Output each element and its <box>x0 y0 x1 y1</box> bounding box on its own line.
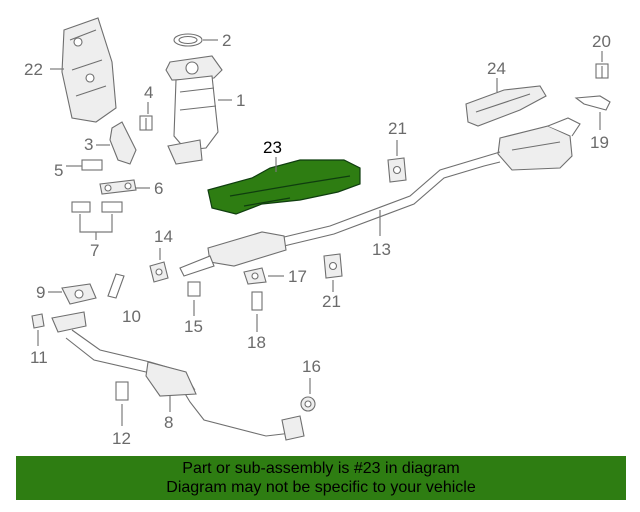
banner-line-2: Diagram may not be specific to your vehi… <box>166 479 476 496</box>
callout-11: 11 <box>30 348 48 367</box>
part-6-bracket[interactable] <box>99 179 137 195</box>
callout-19: 19 <box>590 133 609 152</box>
banner-line-1: Part or sub-assembly is #23 in diagram <box>182 460 460 477</box>
callout-21-lower: 21 <box>322 292 341 311</box>
callout-24: 24 <box>487 59 506 78</box>
part-22-heat-shield[interactable] <box>61 17 117 123</box>
part-14-gasket[interactable] <box>149 261 169 283</box>
part-15-bolt[interactable] <box>187 281 201 297</box>
part-11-nut[interactable] <box>31 313 45 329</box>
callout-21-upper: 21 <box>388 119 407 138</box>
callout-23: 23 <box>263 138 282 157</box>
part-18-bolt[interactable] <box>251 291 263 311</box>
callout-8: 8 <box>164 413 173 432</box>
callout-20: 20 <box>592 32 611 51</box>
callout-5: 5 <box>54 161 63 180</box>
part-23-heat-shield-highlighted[interactable] <box>207 159 361 215</box>
part-12-bolt[interactable] <box>115 381 129 401</box>
part-5-bolt[interactable] <box>81 159 103 171</box>
exhaust-parts-diagram: 22 2 1 4 3 5 6 <box>24 17 611 448</box>
part-1-catalytic-converter[interactable] <box>165 55 223 165</box>
part-21-hanger-upper[interactable] <box>387 157 407 183</box>
rear-muffler[interactable] <box>497 117 581 171</box>
callout-10: 10 <box>122 307 141 326</box>
part-10-stud[interactable] <box>107 273 125 299</box>
callout-13: 13 <box>372 240 391 259</box>
part-3-bracket[interactable] <box>109 121 137 165</box>
callout-17: 17 <box>288 267 307 286</box>
part-8-front-pipe[interactable] <box>51 311 305 441</box>
part-16-nut[interactable] <box>300 396 316 412</box>
callout-9: 9 <box>36 283 45 302</box>
callout-15: 15 <box>184 317 203 336</box>
callout-18: 18 <box>247 333 266 352</box>
part-20-bolt[interactable] <box>595 63 609 79</box>
callout-6: 6 <box>154 179 163 198</box>
callout-16: 16 <box>302 357 321 376</box>
part-info-banner: Part or sub-assembly is #23 in diagram D… <box>16 456 626 500</box>
callout-1: 1 <box>236 91 245 110</box>
callout-2: 2 <box>222 31 231 50</box>
part-24-heat-shield[interactable] <box>465 85 547 127</box>
part-21-hanger-lower[interactable] <box>323 253 343 279</box>
callout-3: 3 <box>84 135 93 154</box>
part-2-gasket[interactable] <box>173 33 203 47</box>
callout-4: 4 <box>144 83 153 102</box>
part-4-stud[interactable] <box>139 115 153 131</box>
part-19-hanger[interactable] <box>574 95 611 111</box>
part-17-gasket[interactable] <box>243 267 267 285</box>
part-13-intermediate-pipe[interactable] <box>179 151 501 277</box>
part-7-bolts[interactable] <box>71 201 123 213</box>
callout-12: 12 <box>112 429 131 448</box>
part-9-gasket[interactable] <box>61 283 97 305</box>
callout-14: 14 <box>154 227 173 246</box>
callout-7: 7 <box>90 241 99 260</box>
callout-22: 22 <box>24 60 43 79</box>
